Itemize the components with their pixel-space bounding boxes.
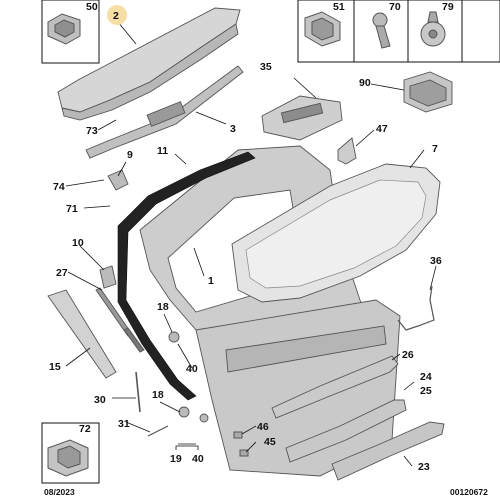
control-module-part xyxy=(403,71,453,113)
callout-15: 15 xyxy=(49,361,61,373)
callout-45: 45 xyxy=(264,436,276,448)
callout-23: 23 xyxy=(418,461,430,473)
trim-25-part xyxy=(285,399,407,463)
trim-26-part xyxy=(271,355,399,419)
bumper-stop-part xyxy=(168,331,209,423)
callout-2: 2 xyxy=(113,10,119,22)
callout-3: 3 xyxy=(230,123,236,135)
callout-11: 11 xyxy=(157,145,168,157)
rear-glass-part xyxy=(231,163,441,303)
callout-24: 24 xyxy=(420,371,432,383)
callout-9: 9 xyxy=(127,149,133,161)
callout-73: 73 xyxy=(86,125,98,137)
callout-47: 47 xyxy=(376,123,388,135)
callout-46: 46 xyxy=(257,421,269,433)
roof-spoiler-part xyxy=(57,7,241,121)
callout-71: 71 xyxy=(66,203,78,215)
callout-35: 35 xyxy=(260,61,272,73)
callout-1: 1 xyxy=(208,275,214,287)
latch-9-part xyxy=(107,169,129,191)
bracket-47-part xyxy=(337,137,357,165)
callout-highlight xyxy=(107,5,127,25)
callout-90: 90 xyxy=(359,77,371,89)
wiring-36-part xyxy=(397,285,435,331)
callout-40-upper: 40 xyxy=(186,363,198,375)
group-bracket xyxy=(175,445,199,450)
callout-27: 27 xyxy=(56,267,68,279)
hinge-part xyxy=(99,265,117,289)
callout-labels: 50 2 51 70 79 35 90 73 3 47 9 11 7 74 71… xyxy=(49,1,454,473)
inset-box-50 xyxy=(41,0,100,64)
callout-18-lower: 18 xyxy=(152,389,164,401)
callout-7: 7 xyxy=(432,143,438,155)
callout-26: 26 xyxy=(402,349,414,361)
inset-box-fasteners xyxy=(297,0,500,63)
wiring-31-part xyxy=(147,425,169,437)
rod-30-part xyxy=(135,371,141,413)
callout-19: 19 xyxy=(170,453,182,465)
footer-date: 08/2023 xyxy=(44,487,75,497)
callout-51: 51 xyxy=(333,1,345,13)
callout-74: 74 xyxy=(53,181,65,193)
footer-reference: 00120672 xyxy=(450,487,488,497)
switch-panel-part xyxy=(261,95,343,141)
callout-70: 70 xyxy=(389,1,401,13)
callout-18-upper: 18 xyxy=(157,301,169,313)
trim-23-part xyxy=(331,421,445,481)
callout-79: 79 xyxy=(442,1,454,13)
leader-lines xyxy=(65,21,437,467)
callout-72: 72 xyxy=(79,423,91,435)
callout-40-lower: 40 xyxy=(192,453,204,465)
callout-36: 36 xyxy=(430,255,442,267)
brake-light-part xyxy=(85,65,244,159)
callout-50: 50 xyxy=(86,1,98,13)
callout-30: 30 xyxy=(94,394,106,406)
callout-25: 25 xyxy=(420,385,432,397)
inset-box-72 xyxy=(41,422,100,484)
callout-10: 10 xyxy=(72,237,84,249)
weatherstrip-seal-part xyxy=(117,151,256,401)
callout-31: 31 xyxy=(118,418,130,430)
clip-46-45-part xyxy=(233,431,249,457)
